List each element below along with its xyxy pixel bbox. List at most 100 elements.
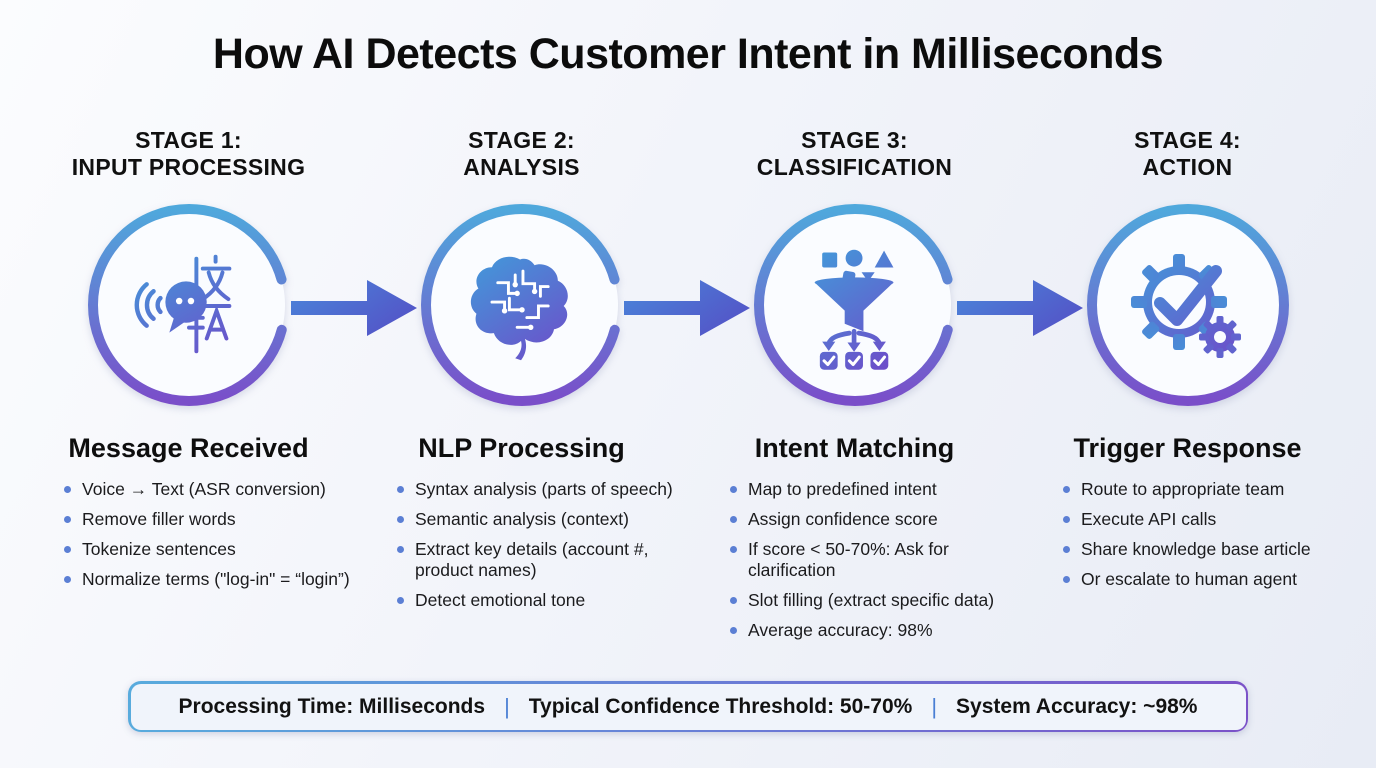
bullet-dot — [1063, 576, 1070, 584]
stage-3-card-title: Intent Matching — [754, 433, 955, 464]
bullet-dot — [64, 516, 71, 524]
stage-column-1: STAGE 1: INPUT PROCESSING — [22, 127, 355, 650]
bullet-dot — [64, 486, 71, 494]
stage-4-icon-ring — [1085, 202, 1291, 408]
stage-2-card-title: NLP Processing — [418, 433, 625, 464]
stage-4-name: ACTION — [1142, 154, 1233, 181]
stage-2-bullet-list: Syntax analysis (parts of speech) Semant… — [355, 479, 688, 620]
bullet-text: Syntax analysis (parts of speech) — [415, 479, 673, 500]
bullet-text: Extract key details (account #, product … — [415, 539, 649, 581]
stage-4-bullet-list: Route to appropriate team Execute API ca… — [1021, 479, 1354, 599]
bullet-dot — [397, 486, 404, 494]
bullet-item: Execute API calls — [1063, 509, 1350, 530]
stage-3-number: STAGE 3: — [801, 127, 908, 153]
funnel-filter-icon — [814, 249, 893, 370]
bullet-dot — [730, 546, 737, 554]
summary-bar: Processing Time: Milliseconds | Typical … — [128, 681, 1248, 732]
bullet-item: Syntax analysis (parts of speech) — [397, 479, 684, 500]
check-boxes — [819, 352, 888, 370]
bullet-item: Semantic analysis (context) — [397, 509, 684, 530]
summary-bar-content: Processing Time: Milliseconds | Typical … — [130, 683, 1246, 730]
bullet-text: Execute API calls — [1081, 509, 1217, 530]
bullet-text: Remove filler words — [82, 509, 236, 530]
flow-arrow-icon — [624, 280, 750, 336]
summary-item-processing-time: Processing Time: Milliseconds — [178, 694, 486, 718]
bullet-item: Map to predefined intent — [730, 479, 1017, 500]
bullet-item: Extract key details (account #, product … — [397, 539, 684, 581]
stage-1-icon-ring — [86, 202, 292, 408]
stage-1-bullet-list: Voice → Text (ASR conversion) Remove fil… — [22, 479, 355, 599]
branch-arrowheads — [821, 341, 886, 353]
bullet-dot — [730, 486, 737, 494]
bullet-text: If score < 50-70%: Ask for clarification — [748, 539, 949, 581]
bullet-text: Detect emotional tone — [415, 590, 586, 611]
summary-divider: | — [931, 693, 938, 719]
bullet-item: If score < 50-70%: Ask for clarification — [730, 539, 1017, 581]
stage-4-card-title: Trigger Response — [1073, 433, 1302, 464]
bullet-text: Assign confidence score — [748, 509, 938, 530]
branch-arrows — [825, 329, 882, 347]
stage-1-card-title: Message Received — [68, 433, 309, 464]
bullet-item: Detect emotional tone — [397, 590, 684, 611]
bullet-text: Voice → Text (ASR conversion) — [82, 479, 326, 500]
stage-2-label: STAGE 2: ANALYSIS — [463, 127, 580, 181]
bullet-dot — [397, 597, 404, 605]
bullet-text: Normalize terms ("log-in" = “login”) — [82, 569, 350, 590]
bullet-item: Share knowledge base article — [1063, 539, 1350, 560]
bullet-item: Tokenize sentences — [64, 539, 351, 560]
bullet-item: Or escalate to human agent — [1063, 569, 1350, 590]
stage-2-number: STAGE 2: — [468, 127, 575, 153]
stage-4-label: STAGE 4: ACTION — [1134, 127, 1241, 181]
check-mark — [1153, 265, 1222, 327]
bullet-dot — [730, 516, 737, 524]
circuit-traces — [490, 269, 550, 329]
summary-divider: | — [504, 693, 510, 719]
bullet-dot — [1063, 516, 1070, 524]
flow-arrow-icon — [291, 280, 417, 336]
stage-1-number: STAGE 1: — [135, 127, 242, 153]
stage-3-name: CLASSIFICATION — [756, 154, 953, 181]
bullet-dot — [1063, 546, 1070, 554]
bullet-dot — [1063, 486, 1070, 494]
stage-1-name: INPUT PROCESSING — [71, 154, 306, 181]
sound-wave-icon — [134, 282, 163, 329]
bullet-item: Assign confidence score — [730, 509, 1017, 530]
bullet-text: Semantic analysis (context) — [415, 509, 629, 530]
bullet-dot — [397, 516, 404, 524]
stage-3-label: STAGE 3: CLASSIFICATION — [757, 127, 952, 181]
summary-item-system-accuracy: System Accuracy: ~98% — [956, 694, 1198, 718]
stage-column-4: STAGE 4: ACTION — [1021, 127, 1354, 650]
flow-arrow-icon — [957, 280, 1083, 336]
stage-column-2: STAGE 2: ANALYSIS — [355, 127, 688, 650]
bullet-text: Route to appropriate team — [1081, 479, 1285, 500]
funnel-shape — [814, 277, 893, 332]
bullet-text: Share knowledge base article — [1081, 539, 1311, 560]
bubble-dot — [187, 298, 194, 305]
bullet-dot — [64, 546, 71, 554]
bubble-dot — [175, 298, 182, 305]
stage-column-3: STAGE 3: CLASSIFICATION — [688, 127, 1021, 650]
bullet-item: Average accuracy: 98% — [730, 620, 1017, 641]
bullet-item: Remove filler words — [64, 509, 351, 530]
bullet-text: Tokenize sentences — [82, 539, 236, 560]
bullet-item: Route to appropriate team — [1063, 479, 1350, 500]
bullet-text: Or escalate to human agent — [1081, 569, 1297, 590]
gear-check-icon — [1130, 254, 1241, 359]
bullet-dot — [397, 546, 404, 554]
bullet-item: Voice → Text (ASR conversion) — [64, 479, 351, 500]
bullet-dot — [730, 597, 737, 605]
stage-3-bullet-list: Map to predefined intent Assign confiden… — [688, 479, 1021, 650]
bullet-text: Map to predefined intent — [748, 479, 937, 500]
stage-3-icon-ring — [752, 202, 958, 408]
bullet-item: Normalize terms ("log-in" = “login”) — [64, 569, 351, 590]
bullet-text: Average accuracy: 98% — [748, 620, 933, 641]
divider-line — [193, 257, 198, 354]
translate-glyph-icon — [186, 255, 231, 341]
small-gear-hole — [1213, 331, 1226, 344]
bullet-item: Slot filling (extract specific data) — [730, 590, 1017, 611]
bullet-text: Slot filling (extract specific data) — [748, 590, 995, 611]
voice-translation-icon — [134, 255, 231, 354]
stage-4-number: STAGE 4: — [1134, 127, 1241, 153]
bullet-dot — [64, 576, 71, 584]
circuit-brain-icon — [470, 256, 568, 361]
